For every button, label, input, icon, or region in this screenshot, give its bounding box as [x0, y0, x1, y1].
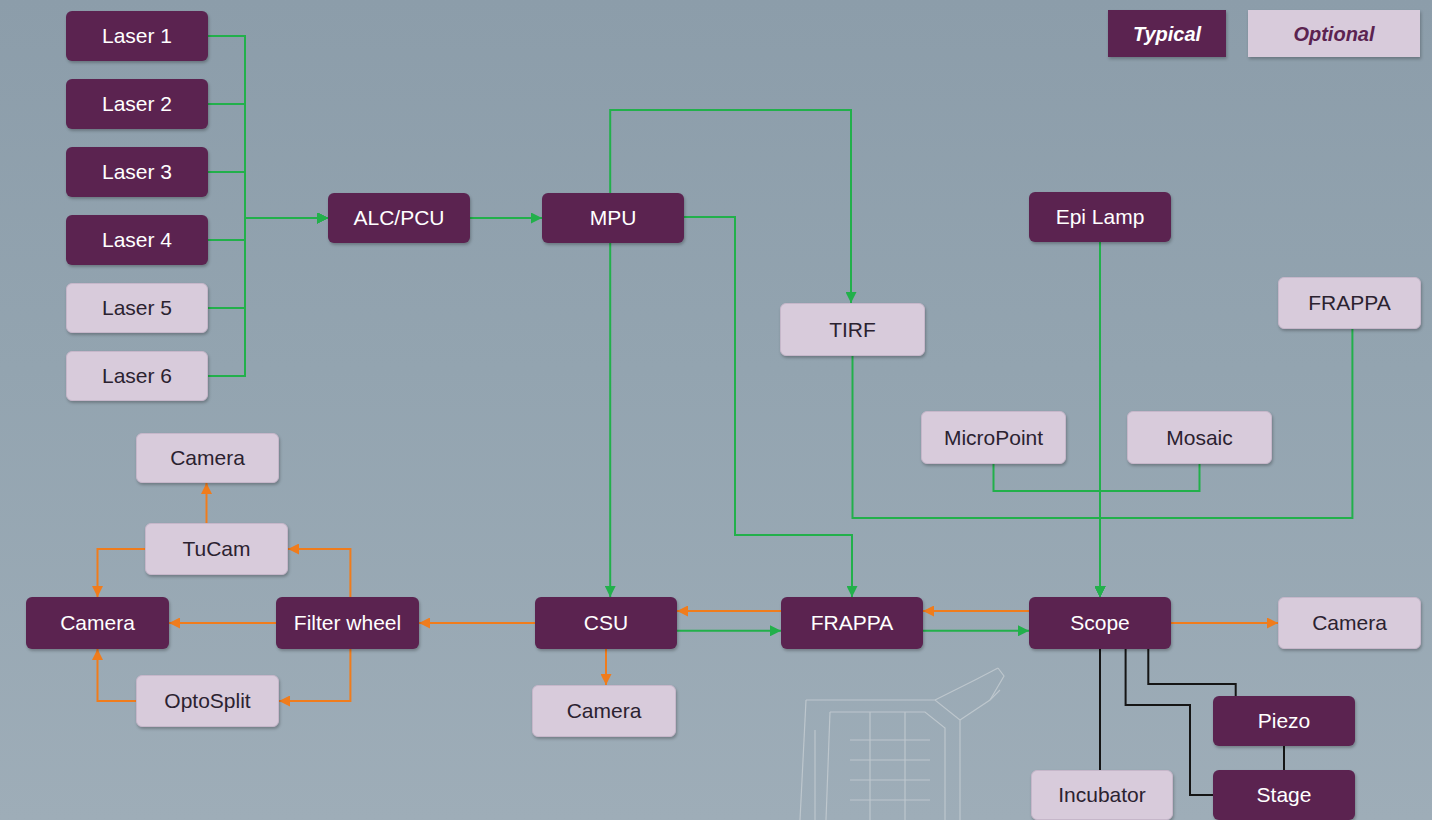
control-cable	[1099, 649, 1101, 770]
box-label: MPU	[590, 206, 637, 229]
excitation-path	[470, 217, 542, 219]
box-label: Epi Lamp	[1056, 205, 1145, 228]
emission-path	[288, 549, 350, 597]
optional-box: Camera	[1278, 597, 1421, 649]
optional-box: Mosaic	[1127, 411, 1272, 464]
excitation-path	[994, 464, 1101, 597]
box-label: Camera	[1312, 611, 1387, 634]
excitation-path	[684, 217, 852, 597]
emission-path	[419, 622, 535, 624]
typical-box: Laser 1	[66, 11, 208, 61]
box-label: Laser 4	[102, 228, 172, 251]
box-label: Incubator	[1058, 783, 1146, 806]
box-label: Laser 1	[102, 24, 172, 47]
optional-box: Laser 6	[66, 351, 208, 401]
box-label: Piezo	[1258, 709, 1311, 732]
box-label: Laser 6	[102, 364, 172, 387]
box-label: Mosaic	[1166, 426, 1233, 449]
excitation-path	[609, 243, 611, 597]
emission-path	[677, 610, 781, 612]
typical-box: Laser 4	[66, 215, 208, 265]
typical-box: ALC/PCU	[328, 193, 470, 243]
typical-box: Camera	[26, 597, 169, 649]
excitation-path	[208, 36, 328, 218]
excitation-path	[677, 630, 781, 632]
optional-box: Camera	[136, 433, 279, 483]
typical-box: MPU	[542, 193, 684, 243]
box-label: MicroPoint	[944, 426, 1043, 449]
typical-box: Epi Lamp	[1029, 192, 1171, 242]
control-cable	[1283, 746, 1285, 770]
box-label: Filter wheel	[294, 611, 401, 634]
excitation-path	[208, 218, 328, 240]
legend-label: Typical	[1133, 23, 1201, 45]
emission-path	[1171, 622, 1278, 624]
typical-box: Laser 2	[66, 79, 208, 129]
excitation-path	[1100, 464, 1200, 597]
optional-box: MicroPoint	[921, 411, 1066, 464]
box-label: Camera	[170, 446, 245, 469]
optional-box: FRAPPA	[1278, 277, 1421, 329]
typical-box: Stage	[1213, 770, 1355, 820]
box-label: OptoSplit	[164, 689, 250, 712]
box-label: TuCam	[182, 537, 250, 560]
excitation-path	[208, 104, 328, 218]
box-label: Camera	[60, 611, 135, 634]
box-label: Camera	[567, 699, 642, 722]
emission-path	[279, 649, 350, 701]
emission-path	[605, 649, 607, 685]
typical-box: Filter wheel	[276, 597, 419, 649]
excitation-path	[208, 218, 328, 376]
excitation-path	[1100, 329, 1352, 597]
box-label: Stage	[1257, 783, 1312, 806]
typical-box: Laser 3	[66, 147, 208, 197]
box-label: Laser 2	[102, 92, 172, 115]
box-label: ALC/PCU	[353, 206, 444, 229]
excitation-path	[208, 218, 328, 308]
excitation-path	[208, 172, 328, 218]
box-label: Laser 5	[102, 296, 172, 319]
optional-box: TuCam	[145, 523, 288, 575]
emission-path	[98, 549, 146, 597]
optional-box: Incubator	[1031, 770, 1173, 820]
legend-swatch: Optional	[1248, 10, 1420, 57]
optional-box: Laser 5	[66, 283, 208, 333]
box-label: Laser 3	[102, 160, 172, 183]
control-cable	[1148, 649, 1235, 696]
legend-swatch: Typical	[1108, 10, 1226, 57]
emission-path	[98, 649, 137, 701]
excitation-path	[853, 356, 1101, 597]
emission-path	[923, 610, 1029, 612]
optional-box: Camera	[532, 685, 676, 737]
box-label: FRAPPA	[1308, 291, 1390, 314]
legend-label: Optional	[1293, 23, 1374, 45]
box-label: FRAPPA	[811, 611, 893, 634]
typical-box: Piezo	[1213, 696, 1355, 746]
box-label: Scope	[1070, 611, 1130, 634]
emission-path	[169, 622, 276, 624]
typical-box: Scope	[1029, 597, 1171, 649]
excitation-path	[923, 630, 1029, 632]
emission-path	[206, 483, 208, 523]
typical-box: CSU	[535, 597, 677, 649]
optional-box: OptoSplit	[136, 675, 279, 727]
typical-box: FRAPPA	[781, 597, 923, 649]
optional-box: TIRF	[780, 303, 925, 356]
box-label: TIRF	[829, 318, 876, 341]
box-label: CSU	[584, 611, 628, 634]
